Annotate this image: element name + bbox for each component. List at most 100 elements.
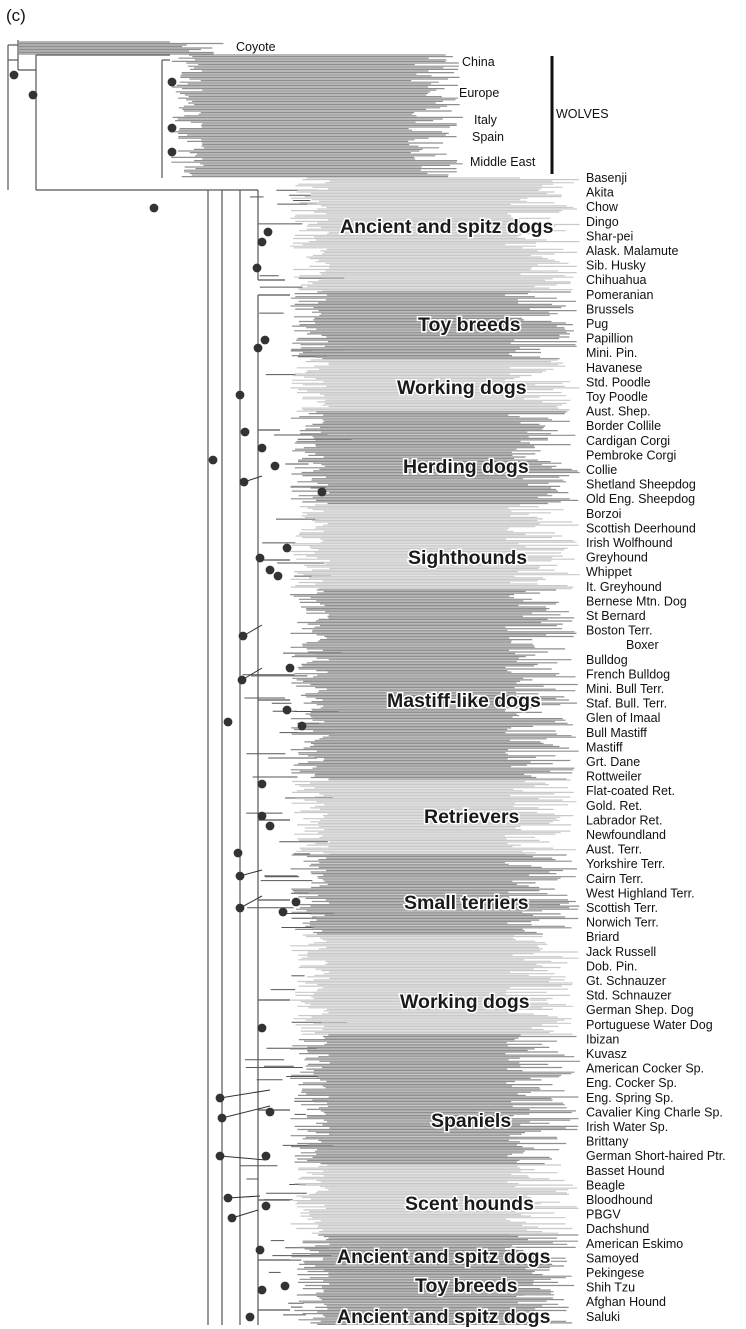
bootstrap-node (257, 443, 267, 453)
bootstrap-node (167, 123, 177, 133)
node-pointer (227, 1195, 261, 1199)
breed-label: Std. Poodle (586, 375, 651, 389)
breed-label: Boston Terr. (586, 624, 652, 638)
breed-label: Havanese (586, 361, 642, 375)
node-pointer (239, 869, 263, 877)
clade-label: Herding dogs (403, 456, 529, 478)
node-pointer (242, 624, 263, 637)
breed-label: Shar-pei (586, 229, 633, 243)
breed-label: It. Greyhound (586, 580, 662, 594)
breed-label: Brussels (586, 302, 634, 316)
bootstrap-node (278, 907, 288, 917)
breed-label: Brittany (586, 1135, 629, 1149)
breed-label: Chow (586, 200, 619, 214)
breed-label: Afghan Hound (586, 1295, 666, 1309)
breed-label: German Shep. Dog (586, 1003, 694, 1017)
breed-label: Gt. Schnauzer (586, 974, 666, 988)
breed-label: Shetland Sheepdog (586, 478, 696, 492)
breed-label: Cairn Terr. (586, 872, 643, 886)
breed-label: Toy Poodle (586, 390, 648, 404)
breed-label: Mastiff (586, 740, 623, 754)
breed-label: Pomeranian (586, 288, 653, 302)
bootstrap-node (257, 1285, 267, 1295)
bootstrap-node (285, 663, 295, 673)
breed-label: Sib. Husky (586, 259, 646, 273)
bootstrap-node (257, 779, 267, 789)
bootstrap-node (270, 461, 280, 471)
tree-branches (7, 40, 352, 1325)
breed-label: Dob. Pin. (586, 959, 637, 973)
clade-label: Mastiff-like dogs (387, 690, 541, 712)
breed-label: Flat-coated Ret. (586, 784, 675, 798)
breed-label: Bull Mastiff (586, 726, 647, 740)
breed-label: Norwich Terr. (586, 916, 659, 930)
breed-label: Pug (586, 317, 608, 331)
node-pointer (243, 475, 263, 483)
breed-label: Newfoundland (586, 828, 666, 842)
breed-label: Yorkshire Terr. (586, 857, 665, 871)
breed-label: Portuguese Water Dog (586, 1018, 713, 1032)
bootstrap-node (297, 721, 307, 731)
bootstrap-node (208, 455, 218, 465)
clade-label: Small terriers (404, 892, 529, 914)
breed-label: Labrador Ret. (586, 813, 662, 827)
breed-label: American Eskimo (586, 1237, 683, 1251)
breed-label: Ibizan (586, 1032, 619, 1046)
breed-label: Staf. Bull. Terr. (586, 697, 667, 711)
bootstrap-node (253, 343, 263, 353)
breed-label: Kuvasz (586, 1047, 627, 1061)
coyote-label: Coyote (236, 40, 276, 54)
bootstrap-node (280, 1281, 290, 1291)
bootstrap-node (260, 335, 270, 345)
breed-label: Aust. Shep. (586, 405, 651, 419)
clade-label: Sighthounds (408, 547, 527, 569)
breed-label: Beagle (586, 1178, 625, 1192)
breed-label: Boxer (626, 638, 659, 652)
bootstrap-node (282, 705, 292, 715)
clade-label: Scent hounds (405, 1193, 534, 1215)
tree-tips (18, 41, 580, 1326)
bootstrap-node (255, 1245, 265, 1255)
breed-label: Aust. Terr. (586, 843, 642, 857)
clade-label: Ancient and spitz dogs (337, 1246, 551, 1268)
breed-label: Jack Russell (586, 945, 656, 959)
bootstrap-node (28, 90, 38, 100)
breed-label: Std. Schnauzer (586, 989, 671, 1003)
clade-label: Ancient and spitz dogs (337, 1306, 551, 1328)
wolf-region-spain: Spain (472, 130, 504, 144)
breed-label: Basset Hound (586, 1164, 665, 1178)
wolf-region-middle-east: Middle East (470, 155, 536, 169)
breed-label: French Bulldog (586, 667, 670, 681)
breed-label: Cardigan Corgi (586, 434, 670, 448)
bootstrap-node (265, 821, 275, 831)
node-pointer (221, 1105, 271, 1119)
breed-label: Dachshund (586, 1222, 649, 1236)
breed-label: Papillion (586, 332, 633, 346)
breed-label: Border Collile (586, 419, 661, 433)
node-pointer (239, 895, 263, 909)
wolf-region-europe: Europe (459, 86, 499, 100)
breed-label: Borzoi (586, 507, 621, 521)
breed-label: Cavalier King Charle Sp. (586, 1105, 723, 1119)
breed-label: PBGV (586, 1208, 621, 1222)
breed-label: Collie (586, 463, 617, 477)
wolf-region-italy: Italy (474, 113, 498, 127)
bootstrap-node (149, 203, 159, 213)
breed-label: Briard (586, 930, 619, 944)
node-pointer (241, 667, 263, 681)
breed-label: Gold. Ret. (586, 799, 642, 813)
bootstrap-node (223, 717, 233, 727)
bootstrap-node (257, 1023, 267, 1033)
wolves-label: WOLVES (556, 107, 609, 121)
clade-label: Spaniels (431, 1110, 511, 1132)
bootstrap-node (291, 897, 301, 907)
clade-label: Working dogs (397, 377, 527, 399)
breed-label: Eng. Spring Sp. (586, 1091, 674, 1105)
breed-label: Bulldog (586, 653, 628, 667)
wolf-region-china: China (462, 55, 495, 69)
bootstrap-node (240, 427, 250, 437)
breed-label: Saluki (586, 1310, 620, 1324)
breed-label: Old Eng. Sheepdog (586, 492, 695, 506)
breed-label: Mini. Bull Terr. (586, 682, 664, 696)
